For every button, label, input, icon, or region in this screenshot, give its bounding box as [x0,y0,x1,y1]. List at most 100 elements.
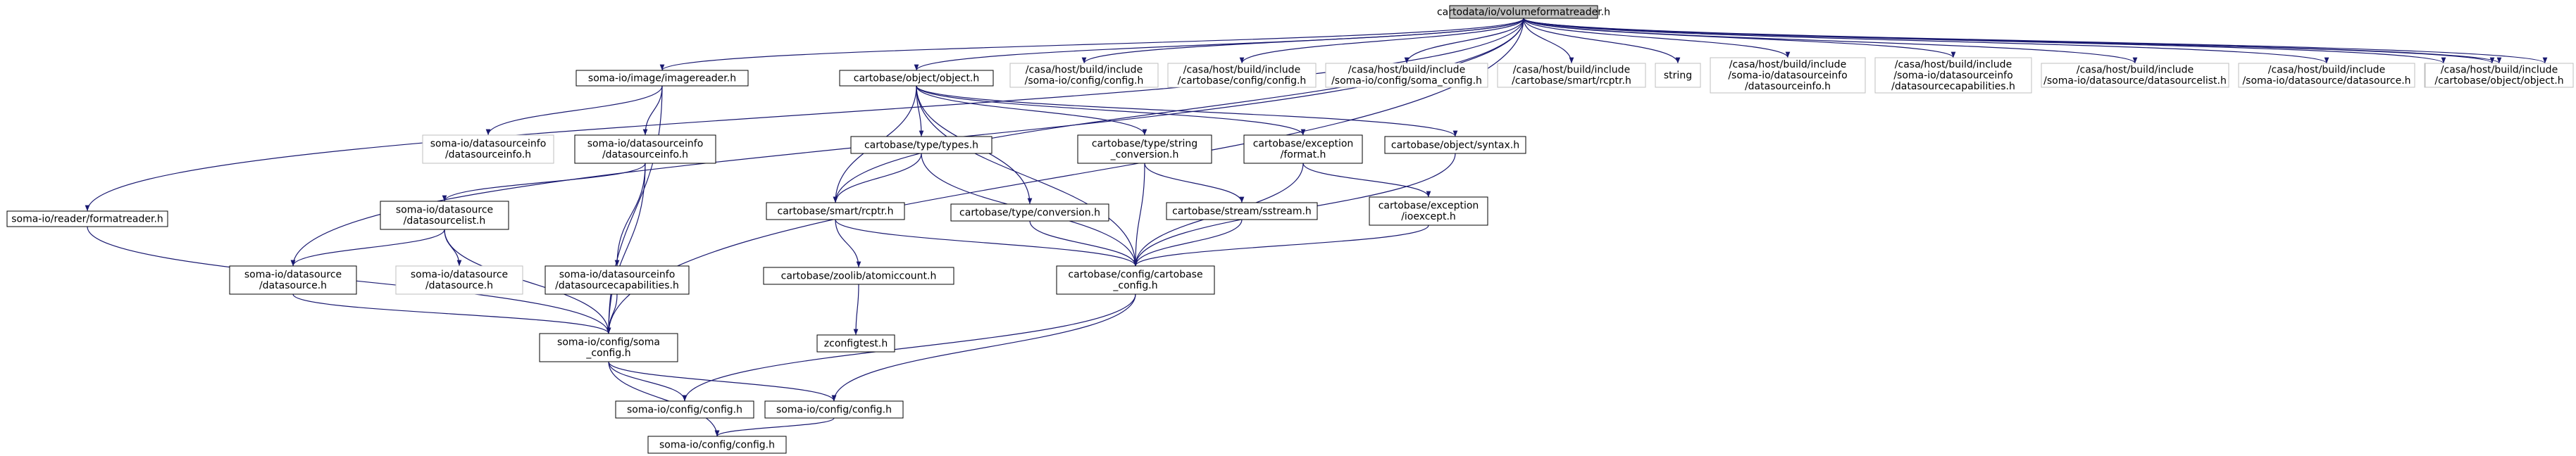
node-datasource-faded[interactable]: soma-io/datasource/datasource.h [395,265,523,295]
node-label-line: soma-io/datasourceinfo [430,139,547,150]
node-label-line: zconfigtest.h [824,338,888,349]
node-somaio-config-b[interactable]: soma-io/config/config.h [764,400,904,419]
node-atomiccount[interactable]: cartobase/zoolib/atomiccount.h [763,267,954,285]
node-exc-format[interactable]: cartobase/exception/format.h [1243,134,1363,164]
node-dsinfo-h[interactable]: soma-io/datasourceinfo/datasourceinfo.h [574,134,716,164]
node-formatreader[interactable]: soma-io/reader/formatreader.h [6,210,168,227]
edge-dslist-h-to-datasource-h [290,229,445,267]
edge-root-to-vector [1523,18,2547,64]
node-label-line: string [1664,70,1692,81]
node-syntax-h[interactable]: cartobase/object/syntax.h [1384,136,1526,154]
node-dsinfo-info-h[interactable]: soma-io/datasourceinfo/datasourceinfo.h [422,134,554,164]
node-ext-somaio-config[interactable]: /casa/host/build/include/soma-io/config/… [1009,63,1159,88]
node-types-h[interactable]: cartobase/type/types.h [850,136,993,154]
node-label-line: /casa/host/build/include [2268,65,2385,76]
edge-rcptr-h-to-cartobase-config [835,219,1138,267]
edge-exc-format-to-ioexcept-h [1302,163,1431,198]
node-box [380,201,509,230]
node-string-conv[interactable]: cartobase/type/string_conversion.h [1077,134,1212,164]
node-label-line: /casa/host/build/include [1729,59,1846,70]
node-rcptr-h[interactable]: cartobase/smart/rcptr.h [766,202,905,220]
node-sstream-h[interactable]: cartobase/stream/sstream.h [1166,202,1318,220]
node-ioexcept-h[interactable]: cartobase/exception/ioexcept.h [1369,196,1488,226]
node-label-line: /datasource.h [259,280,327,291]
edge-object-h-to-cartobase-config [916,85,1138,267]
node-label-line: cartobase/zoolib/atomiccount.h [781,270,937,281]
node-object-h[interactable]: cartobase/object/object.h [839,70,994,87]
node-box [615,400,754,419]
node-conversion-h[interactable]: cartobase/type/conversion.h [950,203,1109,222]
edge-soma-config-to-somaio-config-a [608,361,687,402]
edge-string-conv-to-sstream-h [1144,163,1245,203]
edge-string-conv-to-cartobase-config [1133,163,1145,267]
edge-dslist-h-to-datasource-faded [444,229,462,267]
node-box [2425,63,2574,88]
edge-ioexcept-h-to-cartobase-config [1133,224,1429,267]
node-ext-datasourcecap[interactable]: /casa/host/build/include/soma-io/datasou… [1874,57,2032,94]
edge-root-to-ext-datasourcelist [1523,18,2138,64]
edge-root-to-string [1523,18,1681,64]
node-ext-object[interactable]: /casa/host/build/include/cartobase/objec… [2425,63,2574,88]
edge-root-to-imagereader [659,18,1524,71]
node-ext-rcptr[interactable]: /casa/host/build/include/cartobase/smart… [1497,63,1646,88]
node-box [1655,63,1701,88]
edge-root-to-ext-datasourceinfo [1523,18,1791,58]
node-root[interactable]: cartodata/io/volumeformatreader.h [1437,5,1610,19]
node-label-line: /datasourcecapabilities.h [1891,81,2015,92]
node-label-line: /format.h [1281,149,1326,160]
node-dscap-h[interactable]: soma-io/datasourceinfo/datasourcecapabil… [545,265,690,295]
node-label-line: /datasourceinfo.h [1745,81,1831,92]
node-label-line: /cartobase/config/config.h [1178,75,1307,87]
node-cartobase-config[interactable]: cartobase/config/cartobase_config.h [1056,265,1215,295]
edge-conversion-h-to-cartobase-config [1029,220,1138,267]
node-label-line: _conversion.h [1110,149,1179,160]
edge-root-to-formatreader [85,18,1524,212]
node-dslist-h[interactable]: soma-io/datasource/datasourcelist.h [380,201,509,230]
node-box [1325,63,1488,88]
edge-cartobase-config-to-somaio-config-b [831,293,1136,402]
node-label-line: /datasourceinfo.h [445,149,531,160]
edge-cartobase-config-to-somaio-config-a [682,293,1136,402]
node-somaio-config-c[interactable]: soma-io/config/config.h [647,436,787,454]
node-box [839,70,994,87]
node-label-line: soma-io/datasource [411,270,508,281]
node-box [850,136,993,154]
node-label-line: soma-io/datasourceinfo [587,139,704,150]
node-label-line: /casa/host/build/include [1348,65,1465,76]
node-label-line: _config.h [1112,280,1157,291]
node-ext-datasourceinfo[interactable]: /casa/host/build/include/soma-io/datasou… [1710,57,1866,94]
edge-atomiccount-to-zconfigtest [853,284,859,336]
node-box [647,436,787,454]
node-ext-soma-config[interactable]: /casa/host/build/include/soma-io/config/… [1325,63,1488,88]
node-imagereader[interactable]: soma-io/image/imagereader.h [575,70,749,87]
node-ext-cartobase-config[interactable]: /casa/host/build/include/cartobase/confi… [1167,63,1317,88]
node-box [229,265,357,295]
edge-dsinfo-h-to-dslist-h [442,163,646,202]
node-box [2041,63,2229,88]
node-box [1056,265,1215,295]
node-label-line: soma-io/datasource [396,205,493,216]
node-datasource-h[interactable]: soma-io/datasource/datasource.h [229,265,357,295]
node-label-line: cartodata/io/volumeformatreader.h [1437,6,1610,18]
node-label-line: /soma-io/datasourceinfo [1728,70,1847,81]
edge-types-h-to-rcptr-h [833,153,922,203]
node-zconfigtest[interactable]: zconfigtest.h [816,334,895,353]
node-box [816,334,895,353]
node-label-line: soma-io/config/config.h [627,404,742,415]
node-label-line: soma-io/config/soma [557,337,660,348]
node-label-line: cartobase/exception [1253,139,1354,150]
node-label-line: soma-io/reader/formatreader.h [11,213,163,224]
node-ext-datasource[interactable]: /casa/host/build/include/soma-io/datasou… [2238,63,2415,88]
node-somaio-config-a[interactable]: soma-io/config/config.h [615,400,754,419]
node-box [1497,63,1646,88]
edge-soma-config-to-somaio-config-c [608,361,720,437]
node-box [1710,57,1866,94]
node-box [422,134,554,164]
node-ext-datasourcelist[interactable]: /casa/host/build/include/soma-io/datasou… [2041,63,2229,88]
node-label-line: /cartobase/smart/rcptr.h [1512,75,1631,87]
node-soma-config[interactable]: soma-io/config/soma_config.h [539,333,678,362]
edge-object-h-to-syntax-h [916,85,1458,137]
node-label-line: soma-io/image/imagereader.h [588,72,736,84]
node-string[interactable]: string [1655,63,1701,88]
edge-root-to-ext-cartobase-config [1239,18,1524,64]
